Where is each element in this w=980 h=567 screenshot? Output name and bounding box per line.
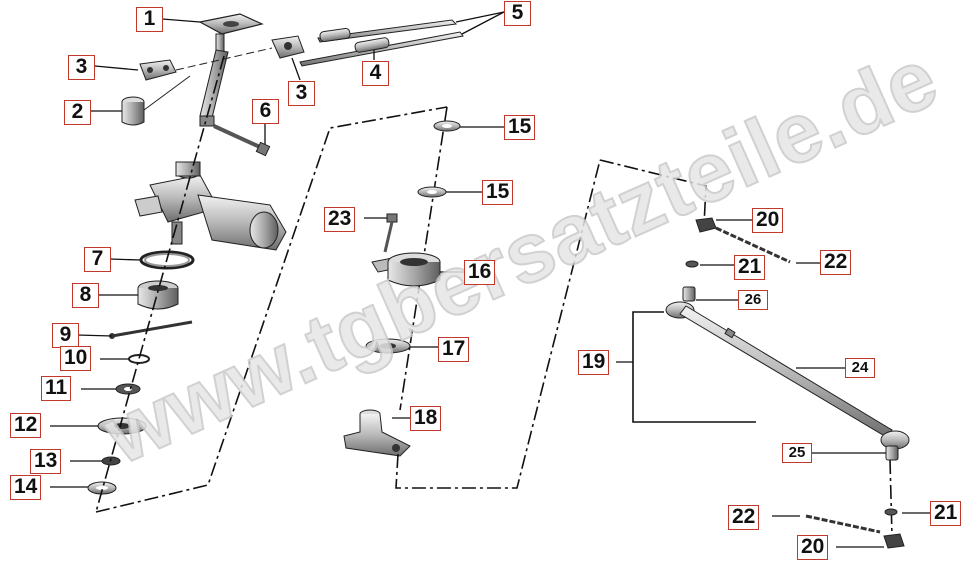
label-part-3-left: 3 <box>68 55 95 80</box>
steering-column-group <box>50 11 505 513</box>
part-22-pin-top <box>715 226 791 264</box>
label-part-21-bottom: 21 <box>930 501 962 526</box>
part-1-top-plate <box>198 13 264 53</box>
steering-box <box>134 161 287 251</box>
part-16-housing <box>371 252 441 287</box>
label-part-9: 9 <box>52 323 79 348</box>
label-part-18: 18 <box>410 406 442 431</box>
label-part-21-top: 21 <box>734 255 766 280</box>
label-part-13: 13 <box>30 449 62 474</box>
label-part-6: 6 <box>252 99 279 124</box>
part-25-ball-joint <box>880 430 910 461</box>
part-14-ring <box>87 481 117 495</box>
leader-lines-group-3 <box>616 219 930 548</box>
part-15-seals <box>417 120 461 198</box>
label-part-20-bottom: 20 <box>797 535 829 560</box>
part-21-washer-bottom <box>884 508 898 516</box>
label-part-8: 8 <box>72 283 99 308</box>
label-part-7: 7 <box>84 247 111 272</box>
pitman-arm-group <box>95 106 601 513</box>
label-part-22-top: 22 <box>820 250 852 275</box>
part-7-clamp <box>139 250 195 270</box>
part-23-bolt <box>383 213 398 253</box>
label-part-3-right: 3 <box>288 81 315 106</box>
part-22-pin-bottom <box>805 514 881 534</box>
label-part-16: 16 <box>464 260 496 285</box>
label-part-5: 5 <box>504 1 531 26</box>
part-3-brackets <box>139 35 305 81</box>
part-18-pitman-arm <box>343 409 411 457</box>
label-part-24: 24 <box>845 358 875 378</box>
label-part-4: 4 <box>362 61 389 86</box>
part-20-nut-bottom <box>883 533 905 549</box>
label-part-1: 1 <box>136 7 163 32</box>
label-part-17: 17 <box>438 337 470 362</box>
part-21-washer-top <box>685 260 699 268</box>
leader-lines-group-2 <box>364 126 505 419</box>
part-8-bearing <box>137 280 179 310</box>
label-part-15-bottom: 15 <box>482 180 514 205</box>
label-part-11: 11 <box>41 376 72 401</box>
part-6-bolt <box>213 124 271 157</box>
label-part-2: 2 <box>64 100 91 125</box>
part-9-cotter <box>109 320 193 339</box>
label-part-19: 19 <box>578 350 610 375</box>
label-part-25: 25 <box>782 443 812 463</box>
label-part-20-top: 20 <box>752 208 784 233</box>
part-5-rods <box>299 19 464 67</box>
label-part-26: 26 <box>738 290 768 310</box>
part-2-bushing <box>121 75 191 126</box>
label-part-15-top: 15 <box>504 115 536 140</box>
leader-lines-group-1 <box>50 11 505 488</box>
label-part-10: 10 <box>60 346 92 371</box>
label-part-12: 12 <box>10 413 42 438</box>
part-17-washer <box>365 338 411 354</box>
label-part-23: 23 <box>324 207 356 232</box>
tie-rod-group <box>599 159 930 549</box>
label-part-14: 14 <box>10 475 42 500</box>
label-part-22-bottom: 22 <box>728 505 760 530</box>
